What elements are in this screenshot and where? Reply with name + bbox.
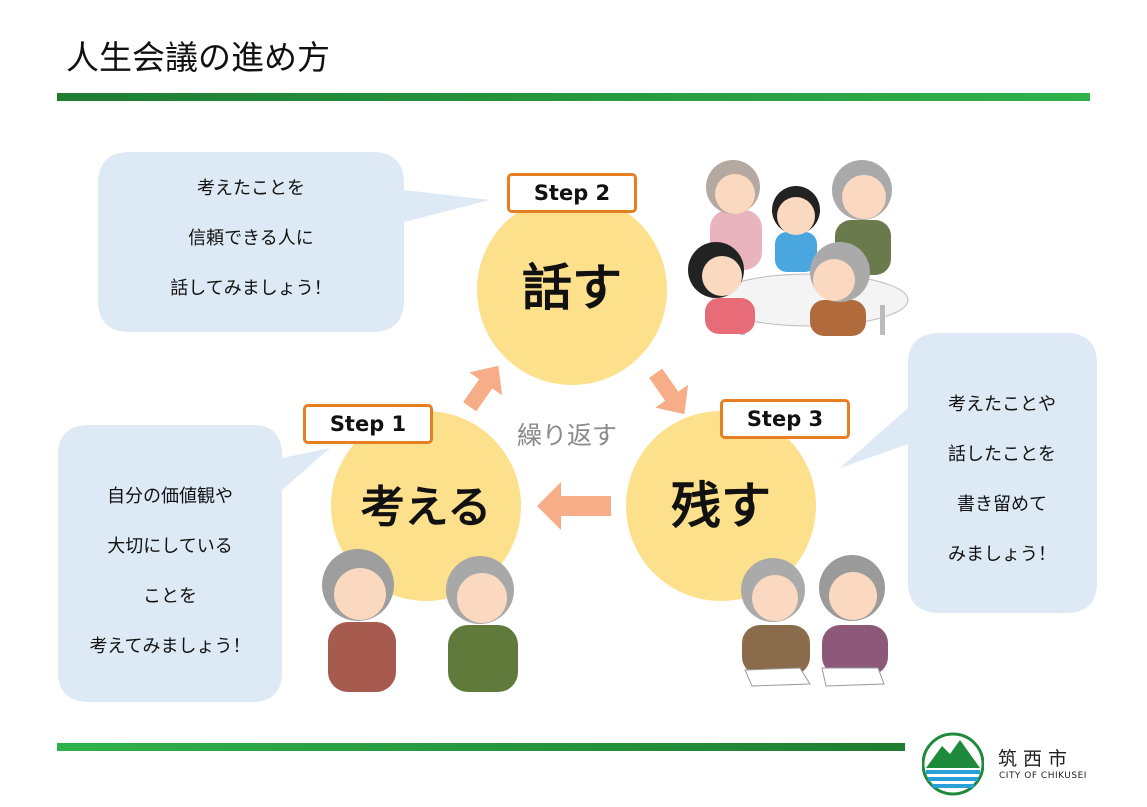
speech-bubble-step1: [58, 425, 330, 702]
circle-step1: [331, 411, 521, 601]
top-divider: [57, 93, 1090, 101]
bubble-line: 考えたことや: [948, 394, 1056, 415]
city-name: 筑西市: [998, 748, 1074, 770]
city-name-en: CITY OF CHIKUSEI: [999, 771, 1087, 781]
couple-thinking-illustration: [322, 549, 518, 692]
bubble-line: 書き留めて: [957, 494, 1047, 515]
bubble-line: 話してみましょう！: [170, 278, 332, 299]
step3-badge: Step 3: [720, 399, 850, 439]
bottom-divider: [57, 743, 905, 751]
couple-writing-illustration: [741, 555, 888, 687]
bubble-line: みましょう！: [948, 544, 1056, 565]
step2-label: 話す: [522, 259, 622, 317]
step1-label: 考える: [360, 482, 492, 533]
speech-bubble-step3: [840, 333, 1097, 613]
step3-label: 残す: [671, 477, 771, 535]
step1-badge: Step 1: [303, 404, 433, 444]
arrow-step2-to-step3: [649, 368, 689, 415]
circle-step3: [626, 411, 816, 601]
speech-bubble-step2: [98, 152, 490, 332]
step2-badge: Step 2: [507, 173, 637, 213]
bubble-text-step3: 考えたことや 話したことを 書き留めて みましょう！: [912, 380, 1092, 580]
bubble-line: 信頼できる人に: [188, 228, 314, 249]
page-title: 人生会議の進め方: [66, 38, 330, 77]
bubble-line: 自分の価値観や: [107, 486, 233, 507]
bubble-line: ことを: [143, 586, 197, 607]
arrow-step1-to-step2: [463, 365, 503, 412]
bubble-text-step2: 考えたことを 信頼できる人に 話してみましょう！: [120, 164, 382, 314]
bubble-line: 話したことを: [948, 444, 1056, 465]
bubble-text-step1: 自分の価値観や 大切にしている ことを 考えてみましょう！: [62, 472, 278, 672]
circle-step2: [477, 195, 667, 385]
repeat-label: 繰り返す: [517, 421, 618, 450]
arrow-step3-to-step1: [537, 482, 611, 530]
bubble-line: 考えたことを: [197, 178, 305, 199]
bubble-line: 考えてみましょう！: [89, 636, 251, 657]
people-talking-illustration: [688, 160, 909, 336]
city-logo-icon: [922, 732, 984, 796]
bubble-line: 大切にしている: [107, 536, 233, 557]
